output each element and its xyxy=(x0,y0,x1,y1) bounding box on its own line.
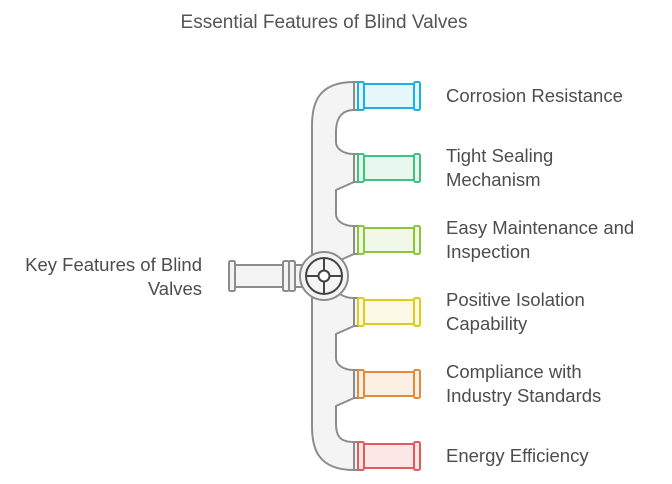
root-pipe xyxy=(228,260,306,292)
diagram-title: Essential Features of Blind Valves xyxy=(180,12,468,33)
pipe-cap-left xyxy=(357,225,365,255)
branch-pipe-1 xyxy=(353,81,421,111)
feature-label-6: Energy Efficiency xyxy=(446,444,672,468)
valve-wheel-icon xyxy=(299,251,349,301)
pipe-body xyxy=(361,227,417,253)
feature-label-line: Energy Efficiency xyxy=(446,445,589,466)
root-pipe-cap xyxy=(228,260,236,292)
root-pipe-body xyxy=(233,264,285,288)
pipe-body xyxy=(361,155,417,181)
pipe-cap-right xyxy=(413,297,421,327)
branch-pipe-6 xyxy=(353,441,421,471)
feature-label-line: Industry Standards xyxy=(446,385,602,406)
feature-label-line: Easy Maintenance and xyxy=(446,217,635,238)
pipe-cap-left xyxy=(357,297,365,327)
branch-pipe-2 xyxy=(353,153,421,183)
pipe-cap-right xyxy=(413,225,421,255)
pipe-body xyxy=(361,83,417,109)
pipe-cap-right xyxy=(413,369,421,399)
branch-pipe-4 xyxy=(353,297,421,327)
pipe-cap-right xyxy=(413,81,421,111)
root-label: Key Features of Blind Valves xyxy=(0,253,202,301)
pipe-cap-right xyxy=(413,153,421,183)
feature-label-line: Mechanism xyxy=(446,169,541,190)
pipe-cap-left xyxy=(357,369,365,399)
feature-label-line: Positive Isolation xyxy=(446,289,585,310)
feature-label-line: Compliance with xyxy=(446,361,582,382)
branch-pipes xyxy=(353,81,421,471)
pipe-cap-left xyxy=(357,153,365,183)
pipe-body xyxy=(361,371,417,397)
feature-label-1: Corrosion Resistance xyxy=(446,84,672,108)
root-label-line: Valves xyxy=(147,278,202,299)
pipe-cap-left xyxy=(357,81,365,111)
root-label-line: Key Features of Blind xyxy=(25,254,202,275)
pipe-cap-right xyxy=(413,441,421,471)
branch-pipe-5 xyxy=(353,369,421,399)
feature-label-line: Inspection xyxy=(446,241,531,262)
pipe-cap-left xyxy=(357,441,365,471)
feature-label-line: Capability xyxy=(446,313,528,334)
pipe-body xyxy=(361,443,417,469)
pipe-body xyxy=(361,299,417,325)
valve-hub xyxy=(317,269,331,283)
feature-label-line: Tight Sealing xyxy=(446,145,554,166)
branch-pipe-3 xyxy=(353,225,421,255)
feature-label-line: Corrosion Resistance xyxy=(446,85,623,106)
